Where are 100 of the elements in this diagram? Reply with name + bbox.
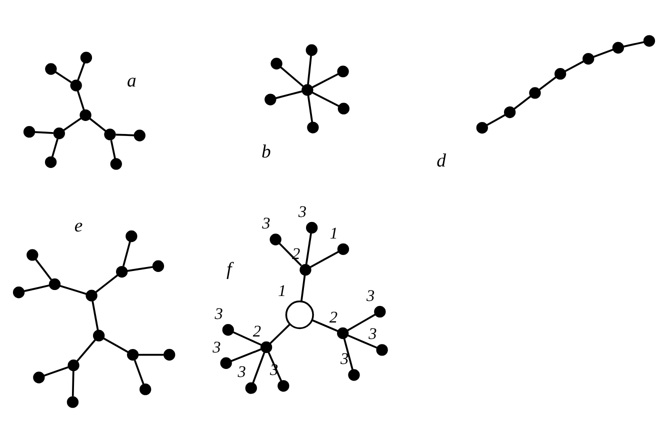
node-label: 1 xyxy=(330,223,338,242)
node-circle xyxy=(44,156,57,168)
node-circle xyxy=(348,369,360,381)
label: f xyxy=(226,258,232,280)
node-label: 3 xyxy=(214,304,223,324)
connector xyxy=(110,140,116,159)
connector xyxy=(514,96,532,110)
node-circle xyxy=(126,348,139,361)
connector xyxy=(51,138,58,158)
connector xyxy=(92,300,99,330)
connector xyxy=(138,354,164,356)
connector xyxy=(310,250,339,268)
label: d xyxy=(436,150,446,172)
connector xyxy=(122,241,131,266)
connector xyxy=(623,41,644,48)
node-circle xyxy=(582,52,594,65)
node-circle xyxy=(278,380,290,392)
connector xyxy=(127,266,153,272)
node-circle xyxy=(300,264,312,276)
node-circle xyxy=(104,128,116,140)
node-circle xyxy=(140,383,152,396)
connector xyxy=(343,338,354,370)
node-label: 2 xyxy=(329,307,338,326)
node-label: 3 xyxy=(262,214,270,233)
connector xyxy=(44,366,68,377)
connector xyxy=(95,274,118,294)
node-circle xyxy=(264,94,276,106)
connector xyxy=(300,275,306,302)
label: a xyxy=(127,70,136,92)
connector xyxy=(269,324,290,344)
connector xyxy=(116,134,134,136)
node-circle xyxy=(285,300,314,330)
node-circle xyxy=(110,158,122,170)
connector xyxy=(538,76,557,90)
connector xyxy=(24,284,50,292)
connector xyxy=(307,95,314,122)
node-circle xyxy=(260,341,272,354)
node-circle xyxy=(302,84,314,96)
connector xyxy=(89,118,106,132)
node-circle xyxy=(306,222,318,234)
node-circle xyxy=(337,66,349,78)
connector xyxy=(76,90,85,110)
node-circle xyxy=(504,106,516,118)
connector xyxy=(103,337,128,353)
node-label: 3 xyxy=(340,349,349,368)
node-circle xyxy=(48,278,61,290)
node-circle xyxy=(152,260,164,272)
connector xyxy=(34,131,54,134)
node-label: 3 xyxy=(238,362,246,382)
node-circle xyxy=(66,396,79,408)
node-circle xyxy=(270,234,282,246)
connector xyxy=(278,242,302,266)
connector xyxy=(307,55,312,85)
connector xyxy=(232,331,262,346)
node-circle xyxy=(306,44,318,56)
label: b xyxy=(262,141,271,162)
node-circle xyxy=(126,230,138,242)
node-circle xyxy=(612,42,624,54)
node-circle xyxy=(70,80,82,92)
node-circle xyxy=(554,68,566,80)
node-circle xyxy=(337,327,349,340)
connector xyxy=(312,92,340,107)
node-label: 3 xyxy=(298,202,307,221)
connector xyxy=(305,233,312,264)
connector xyxy=(348,334,378,349)
node-circle xyxy=(12,286,25,298)
node-circle xyxy=(80,109,92,121)
node-label: 3 xyxy=(368,324,377,344)
connector xyxy=(54,71,72,84)
node-circle xyxy=(220,357,232,369)
connector xyxy=(72,370,74,396)
node-circle xyxy=(374,306,386,318)
node-circle xyxy=(529,87,541,99)
node-label: 1 xyxy=(278,280,286,300)
connector xyxy=(134,360,144,384)
node-circle xyxy=(476,122,488,134)
node-circle xyxy=(245,382,257,394)
connector xyxy=(35,258,52,280)
connector xyxy=(76,339,96,362)
node-circle xyxy=(53,128,65,140)
connector xyxy=(276,90,302,100)
node-circle xyxy=(307,122,319,134)
node-circle xyxy=(26,249,38,261)
connector xyxy=(593,48,614,58)
node-circle xyxy=(116,266,128,278)
node-circle xyxy=(33,372,45,384)
node-circle xyxy=(68,360,80,372)
node-circle xyxy=(270,58,282,70)
connector xyxy=(346,314,376,332)
connector xyxy=(486,114,506,126)
node-circle xyxy=(86,290,98,302)
node-circle xyxy=(45,63,57,75)
label: e xyxy=(74,216,83,237)
node-label: 3 xyxy=(212,337,221,356)
connector xyxy=(252,352,266,384)
node-circle xyxy=(643,35,656,47)
connector xyxy=(63,118,82,132)
node-circle xyxy=(376,344,388,356)
node-circle xyxy=(164,348,176,361)
connector xyxy=(77,62,86,80)
